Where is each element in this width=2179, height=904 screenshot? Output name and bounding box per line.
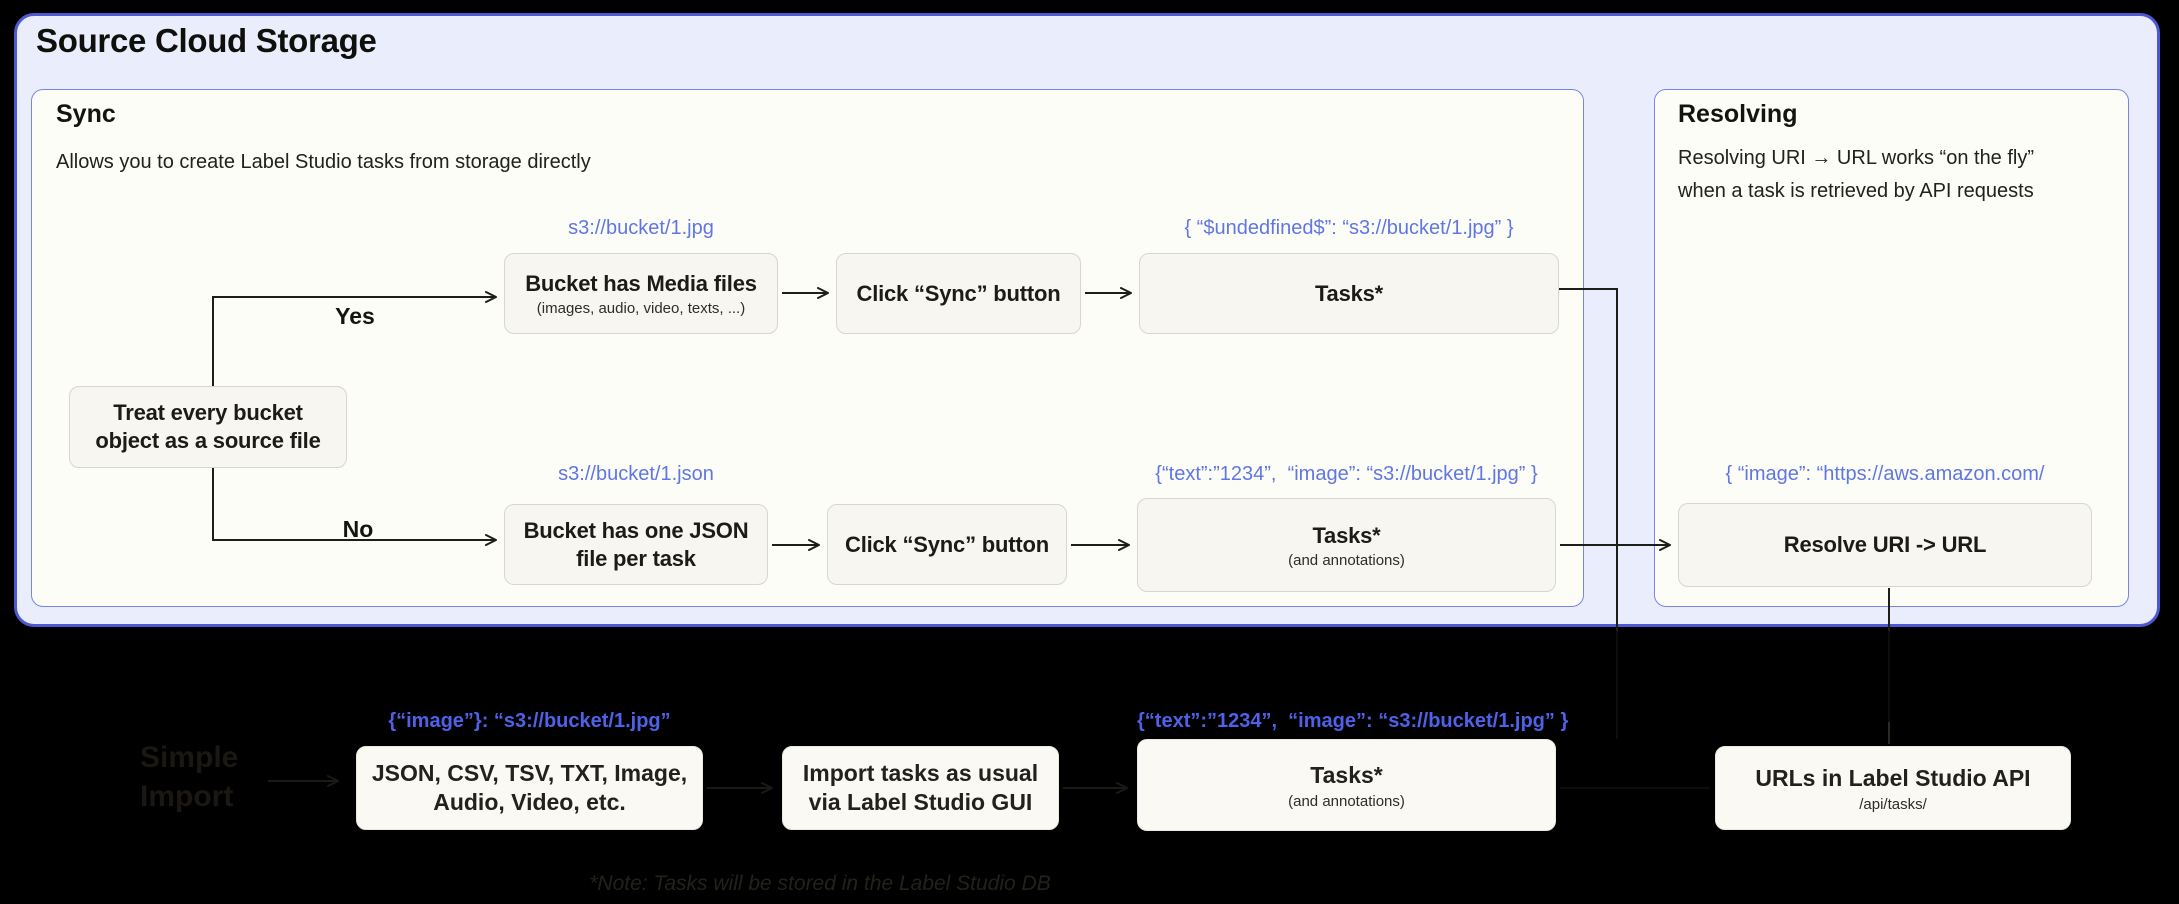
row2-bucket-json-box: Bucket has one JSON file per task [504,504,768,585]
row1-tasks-label: Tasks* [1314,280,1384,306]
row2-click-sync-label: Click “Sync” button [845,531,1049,557]
row2-tasks-sub: (and annotations) [1288,551,1405,569]
resolving-json-line1: { “image”: “https://aws.amazon.com/ [1725,463,2045,485]
row1-tasks-box: Tasks* [1139,253,1559,334]
note-text: *Note: Tasks will be stored in the Label… [589,872,1051,895]
row2-tasks-box: Tasks* (and annotations) [1137,498,1556,592]
formats-box-line2: Audio, Video, etc. [433,789,626,815]
row1-bucket-media-sub: (images, audio, video, texts, ...) [536,300,746,317]
import-gui-line2: via Label Studio GUI [808,789,1033,815]
resolve-uri-box: Resolve URI -> URL [1678,503,2092,587]
resolving-subtitle-line2: when a task is retrieved by API requests [1678,180,2034,202]
resolve-uri-label: Resolve URI -> URL [1783,532,1987,557]
simple-import-line1: Simple [140,741,239,774]
bottom-tasks-label: Tasks* [1310,761,1383,788]
sync-panel-subtitle: Allows you to create Label Studio tasks … [56,151,591,173]
row2-bucket-json-line2: file per task [576,545,696,571]
row2-tasks-label: Tasks* [1312,522,1381,548]
simple-import-label: Simple Import [140,738,238,816]
bottom-tasks-sub: (and annotations) [1288,792,1405,810]
simple-import-line2: Import [140,780,234,813]
formats-box-line1: JSON, CSV, TSV, TXT, Image, [371,760,688,786]
row2-bucket-json-line1: Bucket has one JSON [523,517,749,543]
yes-label: Yes [335,303,375,329]
row1-task-json-label: { “$undedfined$”: “s3://bucket/1.jpg” } [1184,217,1514,239]
row1-uri-label: s3://bucket/1.jpg [568,217,714,239]
row1-bucket-media-box: Bucket has Media files (images, audio, v… [504,253,778,334]
row2-click-sync-box: Click “Sync” button [827,504,1067,585]
resolving-panel-title: Resolving [1678,100,1798,128]
import-gui-box: Import tasks as usual via Label Studio G… [782,746,1059,830]
resolving-subtitle-line1: Resolving URI → URL works “on the fly” [1678,147,2035,169]
import-gui-line1: Import tasks as usual [802,760,1039,786]
row1-bucket-media-title: Bucket has Media files [525,271,757,296]
row1-click-sync-box: Click “Sync” button [836,253,1081,334]
page-title: Source Cloud Storage [36,22,377,59]
urls-api-box: URLs in Label Studio API /api/tasks/ [1715,746,2071,830]
formats-json-label: {“image”}: “s3://bucket/1.jpg” [388,710,671,732]
no-label: No [342,516,374,542]
decision-line2: object as a source file [95,428,321,453]
resolving-panel-subtitle: Resolving URI → URL works “on the fly” w… [1678,142,2034,208]
bottom-tasks-json-label: {“text”:”1234”, “image”: “s3://bucket/1.… [1137,710,1569,732]
row2-uri-label: s3://bucket/1.json [558,463,714,485]
bottom-tasks-box: Tasks* (and annotations) [1137,739,1556,831]
urls-api-label: URLs in Label Studio API [1755,764,2031,791]
formats-box: JSON, CSV, TSV, TXT, Image, Audio, Video… [356,746,703,830]
decision-box: Treat every bucket object as a source fi… [69,386,347,468]
row1-click-sync-label: Click “Sync” button [856,280,1061,306]
decision-line1: Treat every bucket [113,400,303,425]
sync-panel-title: Sync [56,100,116,128]
urls-api-sub: /api/tasks/ [1859,795,1927,813]
row2-task-json-label: {“text”:”1234”, “image”: “s3://bucket/1.… [1155,463,1538,485]
